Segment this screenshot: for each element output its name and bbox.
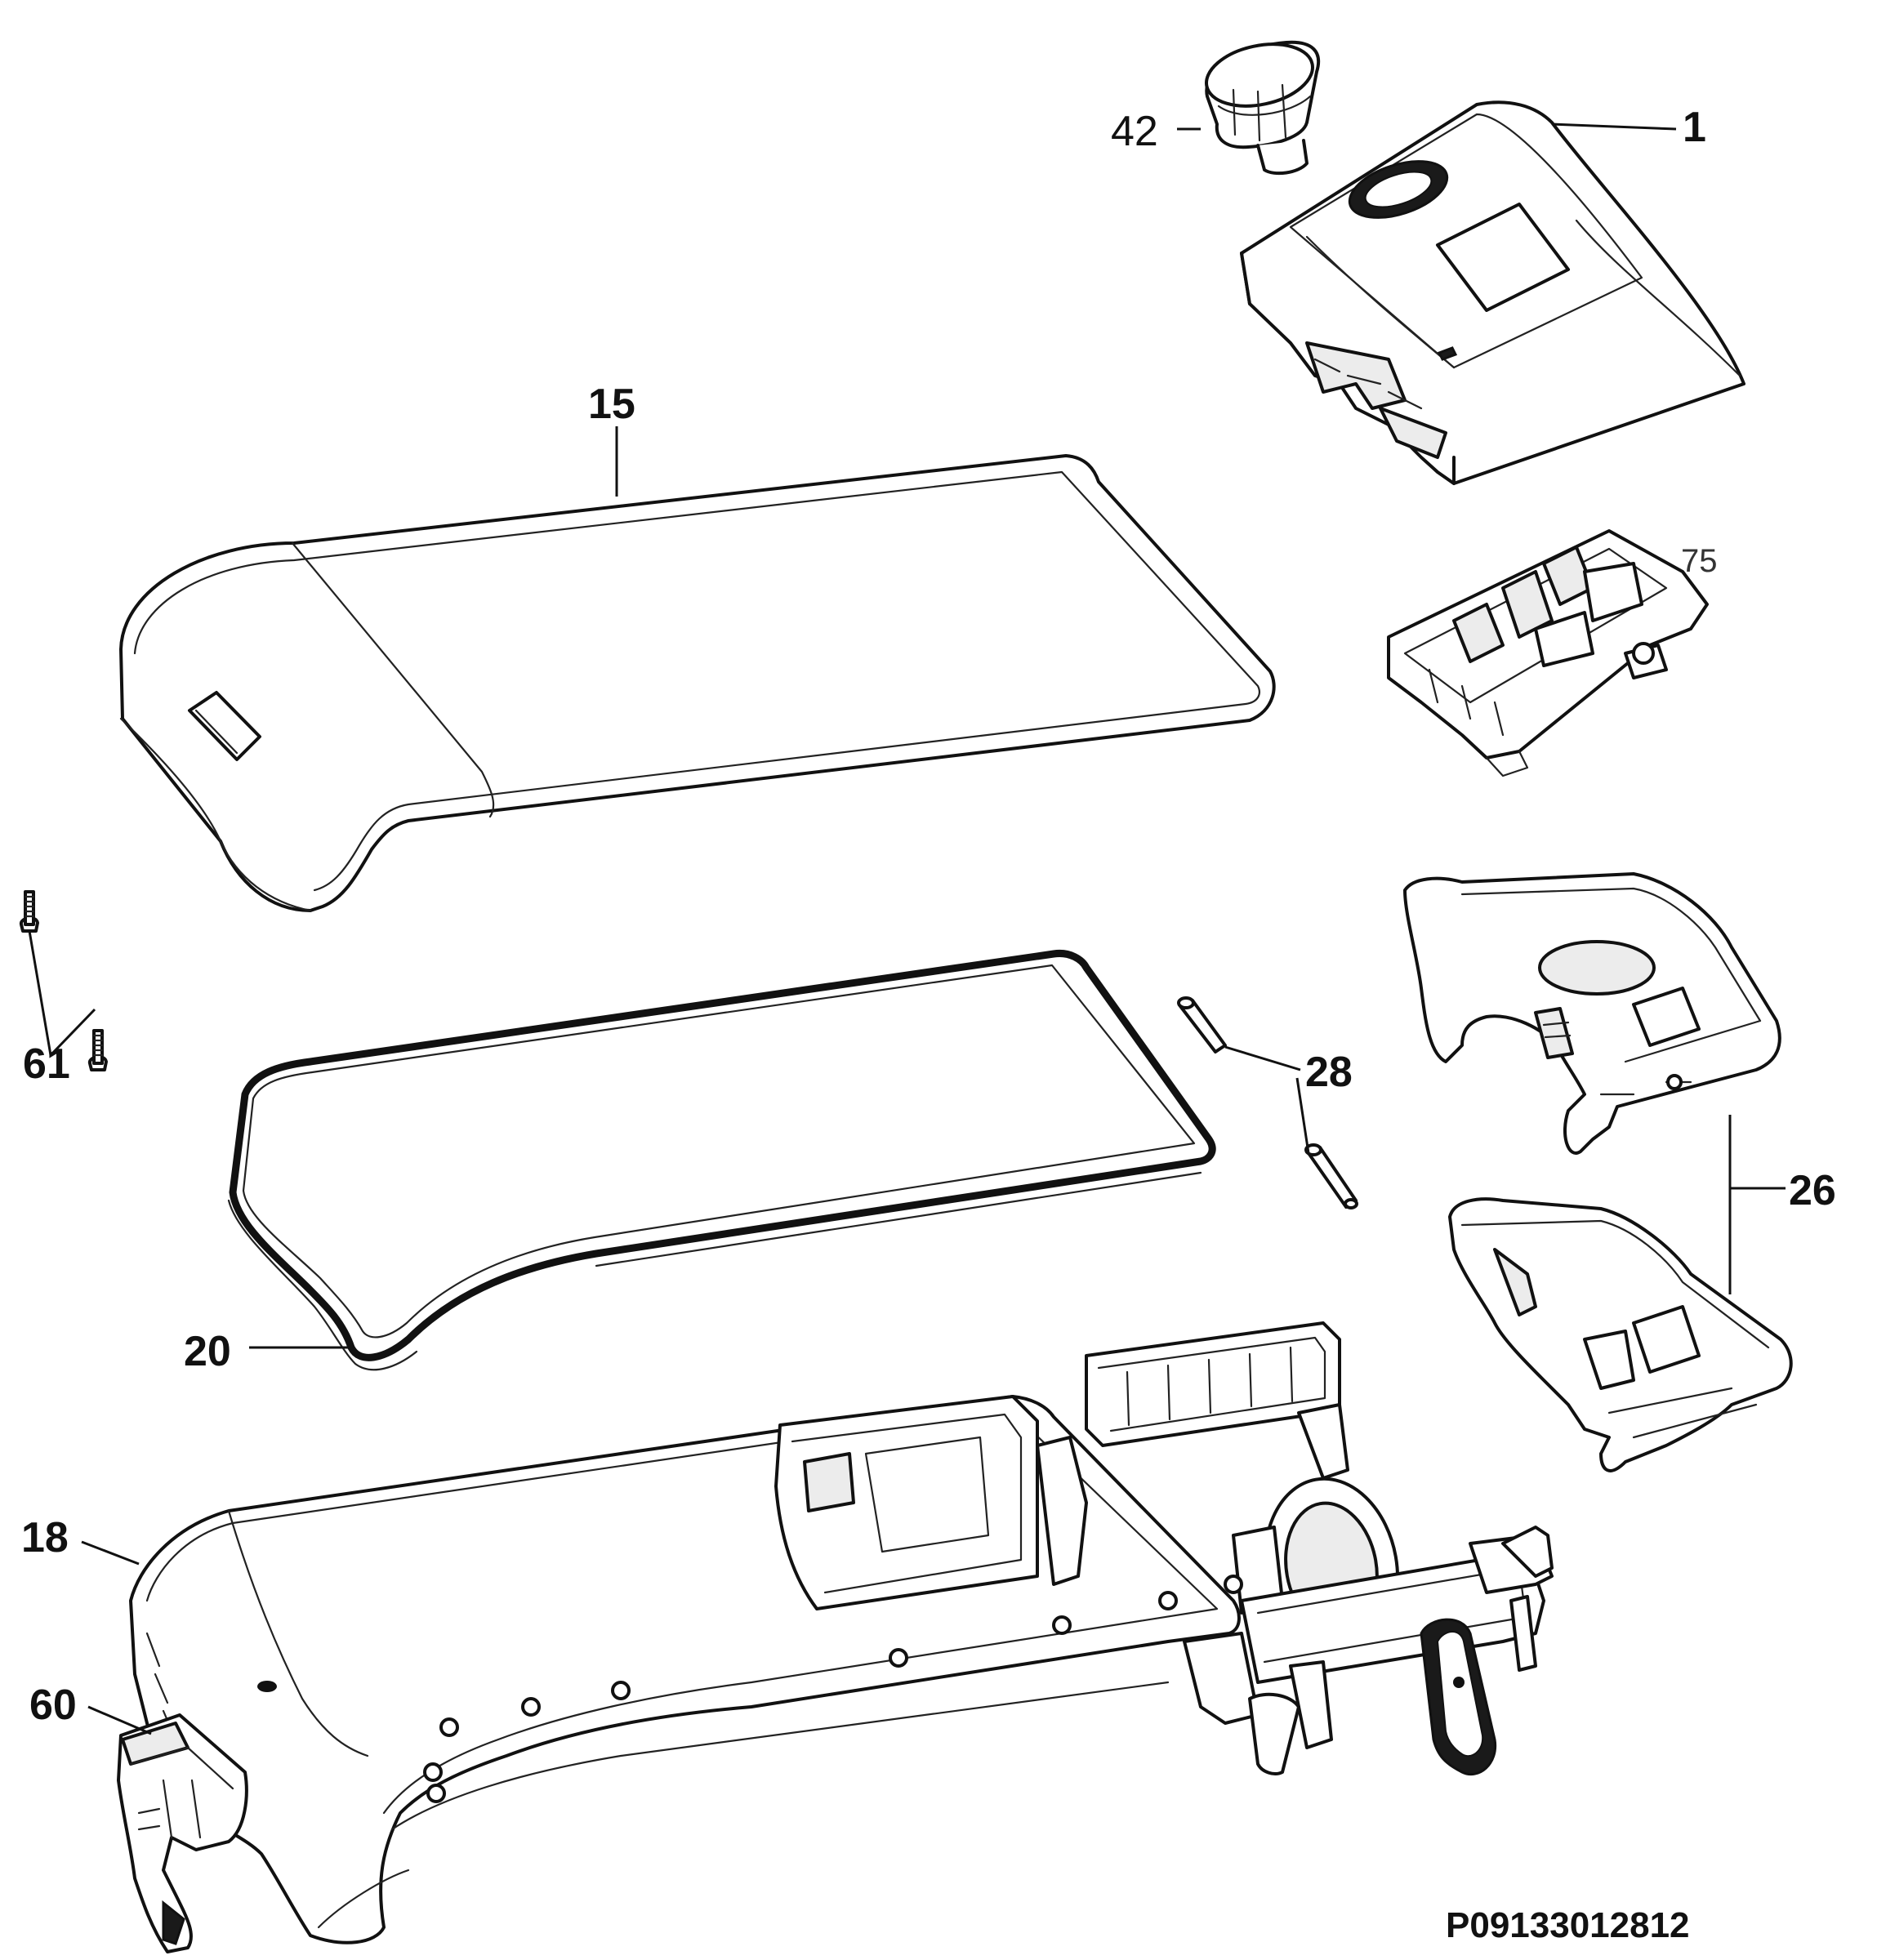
label-part-75: 75 — [1681, 543, 1718, 579]
part-labels: 1 42 15 75 61 28 26 20 18 60 P0913301281… — [21, 104, 1836, 1945]
leader-lines — [28, 122, 1786, 1735]
gasket-part-20 — [227, 949, 1216, 1371]
label-part-42: 42 — [1111, 108, 1158, 155]
label-part-61: 61 — [23, 1040, 70, 1088]
control-panel-cover-part-1 — [1240, 100, 1745, 485]
pins-part-28 — [1177, 996, 1358, 1209]
drawer-lower-part-26 — [1448, 1197, 1793, 1472]
drawing-code: P09133012812 — [1446, 1905, 1690, 1945]
label-part-20: 20 — [184, 1328, 231, 1375]
label-part-15: 15 — [588, 381, 635, 428]
pcb-holder-part-75 — [1387, 529, 1709, 777]
knob-part-42 — [1205, 40, 1321, 176]
lid-part-15 — [119, 454, 1276, 912]
latch-part-60 — [117, 1713, 248, 1953]
label-part-60: 60 — [29, 1682, 77, 1729]
screws-part-61 — [19, 890, 108, 1071]
label-part-1: 1 — [1683, 104, 1706, 151]
label-part-28: 28 — [1305, 1049, 1353, 1096]
label-part-18: 18 — [21, 1514, 69, 1561]
dispenser-housing-part-18 — [129, 1321, 1554, 1944]
drawer-upper-part-26 — [1403, 872, 1781, 1155]
label-part-26: 26 — [1789, 1167, 1836, 1214]
